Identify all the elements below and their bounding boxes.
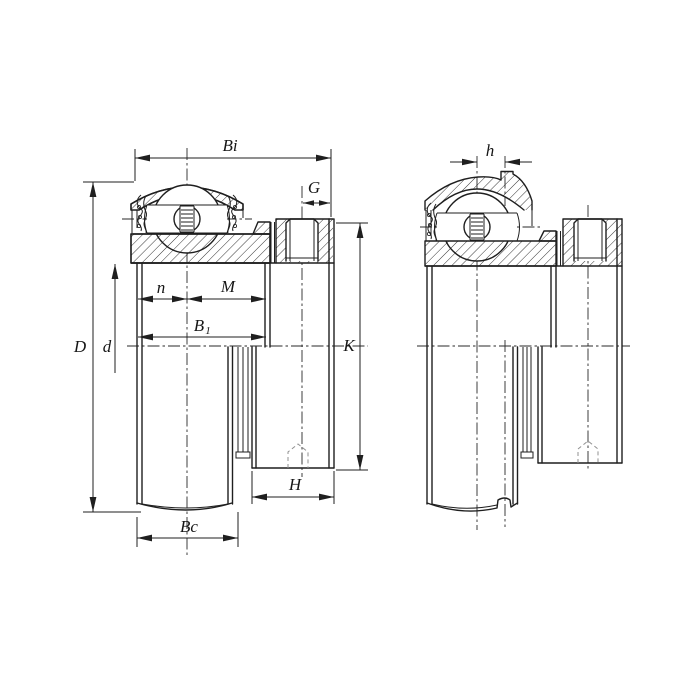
dim-label-d-outer: D (73, 337, 87, 356)
right-bearing-view (417, 156, 630, 530)
hidden-screw-hole-right (577, 440, 599, 463)
dim-label-n: n (157, 278, 166, 297)
set-screw-boss-right (424, 218, 623, 267)
shaft-and-collar-right (426, 218, 623, 512)
dim-label-k: K (342, 336, 356, 355)
left-dimensions: Bi G n M B 1 D d K (73, 136, 368, 547)
dim-label-d-bore: d (103, 337, 112, 356)
dim-label-g: G (308, 178, 320, 197)
dim-label-b1-sub: 1 (205, 325, 211, 337)
dim-label-h-collar: h (486, 141, 495, 160)
dim-label-b1: B (194, 316, 205, 335)
right-dimensions: h (450, 141, 532, 166)
inner-ring-flange-right (424, 230, 561, 267)
inner-ring-flange (130, 221, 275, 264)
hidden-screw-hole (287, 443, 309, 468)
dim-label-bc: Bc (180, 517, 198, 536)
dim-label-h-width: H (288, 475, 303, 494)
set-screw-boss (130, 218, 335, 264)
left-bearing-view (122, 148, 368, 557)
shaft-and-collar (136, 218, 335, 511)
dim-label-bi: Bi (222, 136, 237, 155)
dim-label-m: M (220, 277, 236, 296)
eccentric-collar-ring (424, 170, 533, 241)
